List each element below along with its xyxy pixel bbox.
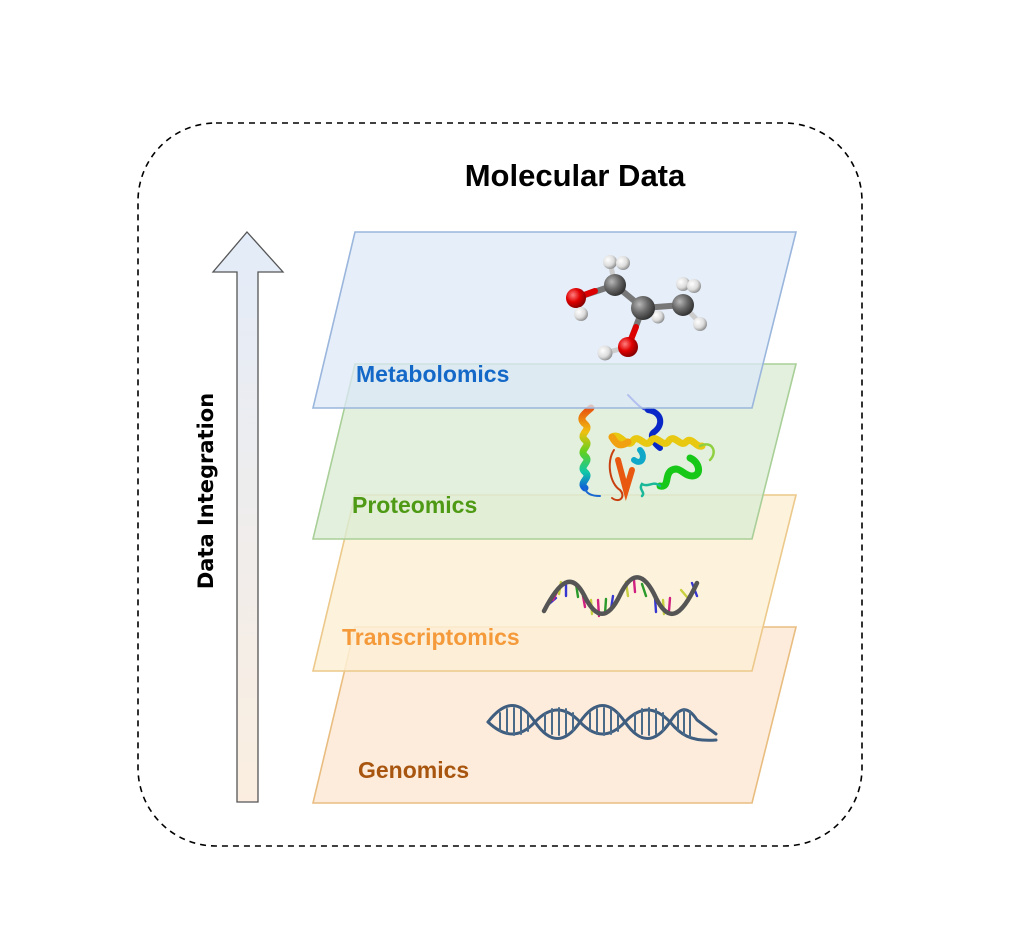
label-genomics: Genomics [358,757,469,783]
dashed-border [137,122,863,847]
atom-c [631,296,655,320]
label-proteomics: Proteomics [352,492,477,518]
dna-double-helix-icon [486,704,718,742]
atom-o [566,288,586,308]
plane-metabolomics [311,231,798,409]
label-metabolomics: Metabolomics [356,361,509,387]
atom-h [687,279,701,293]
data-integration-arrow: Data Integration [194,231,285,803]
atom-h [597,345,613,361]
layer-metabolomics: Metabolomics [311,231,798,409]
atom-c [604,274,626,296]
atom-h [616,256,630,270]
atom-h [676,277,690,291]
atom-h [651,310,665,324]
ball-and-stick-molecule-icon [566,255,707,361]
atom-h [693,317,707,331]
atom-o [618,337,638,357]
arrow-shape [211,231,285,803]
atom-c [672,294,694,316]
rna-strand-icon [541,575,700,618]
diagram-title: Molecular Data [465,158,686,193]
atom-h [603,255,617,269]
protein-ribbon-icon [578,394,715,502]
label-transcriptomics: Transcriptomics [342,624,520,650]
atom-h [574,307,588,321]
axis-label: Data Integration [194,393,218,589]
